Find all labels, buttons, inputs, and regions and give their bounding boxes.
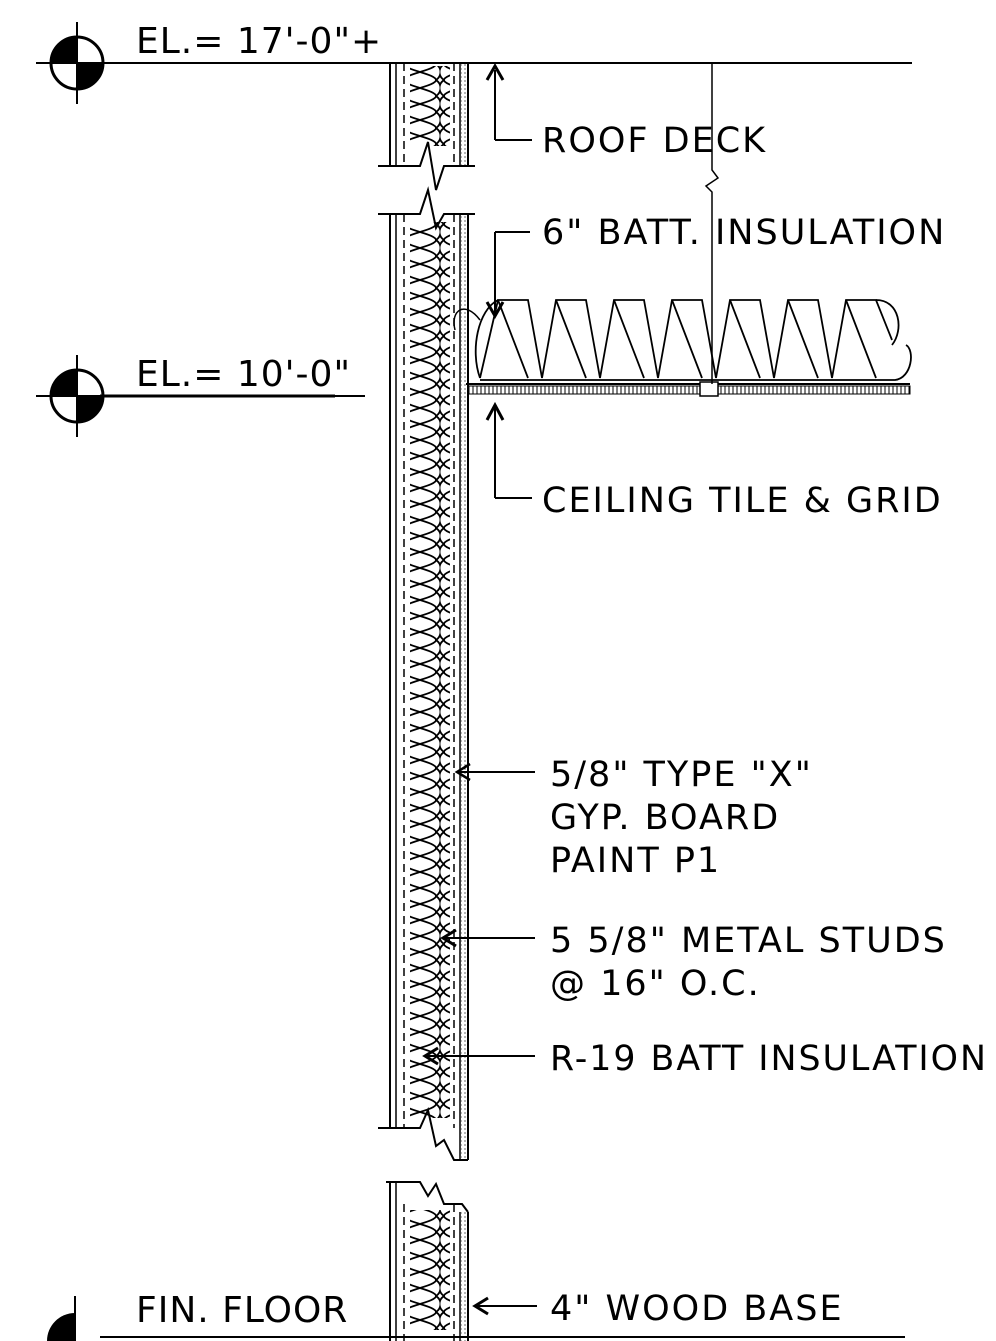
hanger-wire bbox=[704, 63, 720, 384]
callout-wood-base: 4" WOOD BASE bbox=[550, 1289, 844, 1329]
leader-r19 bbox=[422, 1046, 535, 1066]
callout-gyp-line2: GYP. BOARD bbox=[550, 798, 780, 838]
elevation-label-ceiling: EL.= 10'-0" bbox=[136, 354, 351, 395]
elevation-marker-top bbox=[36, 22, 118, 104]
callout-gyp-line1: 5/8" TYPE "X" bbox=[550, 755, 813, 795]
leader-metal-studs bbox=[440, 928, 535, 948]
leader-gyp-board bbox=[454, 762, 535, 782]
leader-batt-insulation bbox=[485, 231, 530, 320]
callout-studs-line1: 5 5/8" METAL STUDS bbox=[550, 921, 947, 961]
callout-ceiling: CEILING TILE & GRID bbox=[542, 481, 943, 521]
ceiling-tile-grid bbox=[466, 381, 911, 397]
callout-gyp-line3: PAINT P1 bbox=[550, 841, 721, 881]
wall-segment-bottom bbox=[386, 1181, 469, 1341]
leader-roof-deck bbox=[485, 62, 532, 141]
elevation-marker-floor bbox=[47, 1296, 76, 1341]
callout-r19: R-19 BATT INSULATION bbox=[550, 1039, 988, 1079]
elevation-label-floor: FIN. FLOOR bbox=[136, 1290, 348, 1331]
callout-batt-insulation: 6" BATT. INSULATION bbox=[542, 213, 946, 253]
elevation-label-top: EL.= 17'-0"+ bbox=[136, 21, 382, 62]
wall-segment-top bbox=[378, 63, 475, 191]
callout-studs-line2: @ 16" O.C. bbox=[550, 964, 761, 1004]
wall-segment-middle bbox=[378, 186, 475, 1161]
leader-ceiling bbox=[485, 401, 532, 499]
ceiling-batt-insulation bbox=[453, 299, 912, 381]
callout-roof-deck: ROOF DECK bbox=[542, 121, 767, 161]
leader-wood-base bbox=[472, 1296, 537, 1316]
